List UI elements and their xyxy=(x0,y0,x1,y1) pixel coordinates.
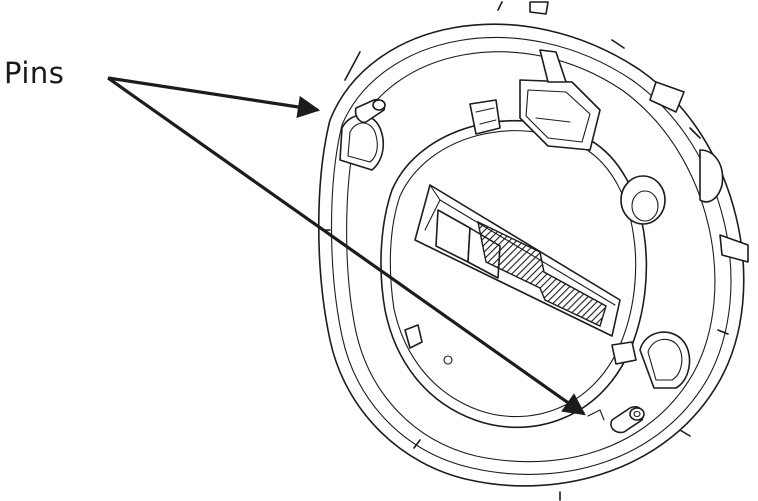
top-clips xyxy=(469,49,601,151)
keyhole-slots xyxy=(339,114,691,389)
pin-lower xyxy=(610,405,645,434)
pins-callout-label: Pins xyxy=(4,56,65,90)
callout-arrows xyxy=(107,76,586,416)
pin-upper xyxy=(354,98,386,124)
side-tabs xyxy=(529,1,749,263)
small-details xyxy=(404,324,605,421)
connector-slot xyxy=(414,184,621,337)
screw-boss xyxy=(620,175,666,225)
